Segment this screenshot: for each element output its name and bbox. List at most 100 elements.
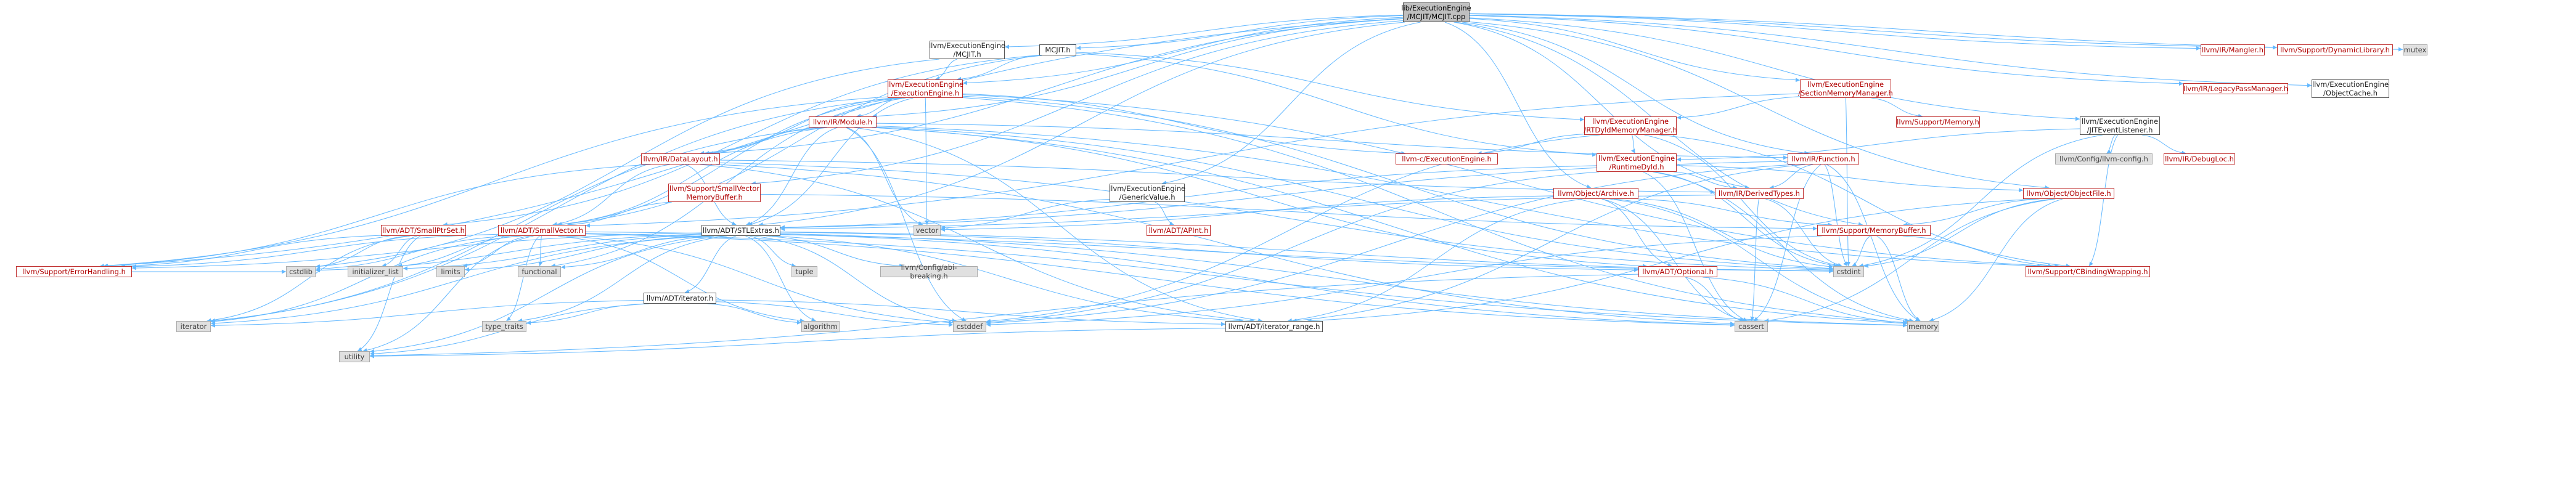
node-debugloc-h[interactable]: llvm/IR/DebugLoc.h bbox=[2164, 153, 2235, 164]
edge-smallvector_h-to-functional bbox=[538, 235, 543, 267]
edge-archive_h-to-cstdint bbox=[1614, 198, 1834, 269]
node-root[interactable]: lib/ExecutionEngine /MCJIT/MCJIT.cpp bbox=[1401, 2, 1471, 22]
edge-genericvalue_h-to-apint_h bbox=[1155, 201, 1174, 225]
edge-smallvector_h-to-errorhandling_h bbox=[131, 233, 499, 269]
edge-ee_h-to-cbinding_h bbox=[962, 94, 2053, 269]
node-rtdyld-h[interactable]: llvm/ExecutionEngine /RuntimeDyld.h bbox=[1597, 153, 1677, 172]
node-jitevl-h[interactable]: llvm/ExecutionEngine /JITEventListener.h bbox=[2080, 116, 2160, 135]
node-secmm-h[interactable]: llvm/ExecutionEngine /SectionMemoryManag… bbox=[1798, 79, 1893, 98]
node-c-ee-h[interactable]: llvm-c/ExecutionEngine.h bbox=[1396, 153, 1498, 164]
node-utility: utility bbox=[339, 351, 370, 362]
edge-rtdyld_h-to-cstdint bbox=[1654, 171, 1838, 268]
edge-smallptrset_h-to-initializer_list bbox=[382, 235, 417, 267]
node-apint-h[interactable]: llvm/ADT/APInt.h bbox=[1147, 225, 1211, 236]
node-archive-h[interactable]: llvm/Object/Archive.h bbox=[1553, 188, 1638, 199]
node-rtdyldmm-h[interactable]: llvm/ExecutionEngine /RTDyldMemoryManage… bbox=[1584, 116, 1677, 135]
node-mcjit-h[interactable]: MCJIT.h bbox=[1039, 44, 1076, 55]
edge-jitevl_h-to-cbinding_h bbox=[2088, 134, 2119, 267]
edge-ee_h-to-module_h bbox=[856, 97, 902, 118]
edge-stlextras_h-to-abibreaking_h bbox=[766, 235, 904, 269]
edge-iterator_h-to-algorithm bbox=[707, 303, 802, 325]
edge-memorybuffer_h-to-cbinding_h bbox=[1902, 235, 2059, 269]
node-dynlib-h[interactable]: llvm/Support/DynamicLibrary.h bbox=[2277, 44, 2393, 55]
edge-module_h-to-cstdint bbox=[876, 126, 1834, 272]
edge-module_h-to-iterator_range_h bbox=[854, 127, 1263, 323]
edge-derivedtypes_h-to-stlextras_h bbox=[780, 195, 1715, 232]
node-smallvector-h[interactable]: llvm/ADT/SmallVector.h bbox=[498, 225, 586, 236]
edge-jitevl_h-to-rtdyld_h bbox=[1676, 128, 2080, 162]
node-mutex: mutex bbox=[2403, 44, 2427, 55]
edge-function_h-to-derivedtypes_h bbox=[1769, 164, 1813, 190]
edge-module_h-to-datalayout_h bbox=[705, 127, 819, 156]
node-iterator-h[interactable]: llvm/ADT/iterator.h bbox=[644, 293, 716, 304]
edge-root-to-secmm_h bbox=[1469, 18, 1801, 83]
edge-root-to-ee_h bbox=[962, 17, 1404, 86]
edge-jitevl_h-to-cstdint bbox=[1858, 134, 2103, 268]
edge-smallptrset_h-to-iterator bbox=[206, 235, 411, 323]
edge-stlextras_h-to-limits bbox=[464, 235, 702, 272]
edge-iterator_h-to-iterator_range_h bbox=[716, 299, 1226, 327]
edge-stlextras_h-to-algorithm bbox=[745, 235, 816, 322]
edge-stlextras_h-to-iterator_h bbox=[684, 235, 737, 294]
edge-stlextras_h-to-functional bbox=[560, 235, 714, 269]
edge-iterator_range_h-to-utility bbox=[369, 328, 1226, 359]
node-objcache-h[interactable]: llvm/ExecutionEngine /ObjectCache.h bbox=[2312, 79, 2389, 98]
node-cstdint: cstdint bbox=[1833, 266, 1864, 277]
edge-mcjit_h-to-rtdyld_h bbox=[1076, 53, 1597, 157]
node-function-h[interactable]: llvm/IR/Function.h bbox=[1788, 153, 1859, 164]
edge-ee_h-to-iterator bbox=[210, 97, 897, 323]
edge-root-to-objcache_h bbox=[1469, 15, 2312, 88]
node-limits: limits bbox=[436, 266, 465, 277]
edge-stlextras_h-to-utility bbox=[369, 235, 724, 354]
edge-ee_h-to-functional bbox=[550, 97, 906, 268]
node-mangler-h[interactable]: llvm/IR/Mangler.h bbox=[2201, 44, 2265, 55]
edge-rtdyldmm_h-to-cstddef bbox=[986, 134, 1600, 323]
edge-root-to-objectfile_h bbox=[1469, 21, 2050, 190]
edge-datalayout_h-to-cstdint bbox=[719, 162, 1834, 272]
edge-root-to-errorhandling_h bbox=[103, 18, 1404, 269]
edge-jitevl_h-to-debugloc_h bbox=[2141, 134, 2186, 155]
edge-memorybuffer_h-to-memory bbox=[1876, 235, 1921, 322]
edge-derivedtypes_h-to-cassert bbox=[1750, 198, 1759, 322]
edge-archive_h-to-cassert bbox=[1602, 198, 1745, 322]
node-cstdlib: cstdlib bbox=[286, 266, 316, 277]
node-ee-h[interactable]: llvm/ExecutionEngine /ExecutionEngine.h bbox=[886, 79, 964, 98]
node-memorybuffer-h[interactable]: llvm/Support/MemoryBuffer.h bbox=[1817, 225, 1931, 236]
edge-stlextras_h-to-errorhandling_h bbox=[131, 232, 702, 270]
node-datalayout-h[interactable]: llvm/IR/DataLayout.h bbox=[641, 153, 720, 164]
node-derivedtypes-h[interactable]: llvm/IR/DerivedTypes.h bbox=[1715, 188, 1804, 199]
edge-archive_h-to-memory bbox=[1609, 198, 1910, 323]
edge-module_h-to-stlextras_h bbox=[746, 127, 838, 226]
node-errorhandling-h[interactable]: llvm/Support/ErrorHandling.h bbox=[16, 266, 132, 277]
node-legacypm-h[interactable]: llvm/IR/LegacyPassManager.h bbox=[2183, 83, 2289, 94]
node-cbinding-h[interactable]: llvm/Support/CBindingWrapping.h bbox=[2026, 266, 2150, 277]
edge-secmm_h-to-supmem_h bbox=[1871, 97, 1923, 118]
edge-rtdyldmm_h-to-rtdyld_h bbox=[1631, 134, 1635, 154]
edge-smallvector_h-to-iterator bbox=[210, 235, 522, 324]
node-optional-h[interactable]: llvm/ADT/Optional.h bbox=[1638, 266, 1717, 277]
edge-rtdyld_h-to-objectfile_h bbox=[1676, 165, 2024, 193]
node-module-h[interactable]: llvm/IR/Module.h bbox=[809, 116, 877, 128]
edge-root-to-derivedtypes_h bbox=[1454, 22, 1750, 190]
node-stlextras-h[interactable]: llvm/ADT/STLExtras.h bbox=[701, 225, 780, 236]
edge-smallvecmb_h-to-smallvector_h bbox=[567, 201, 673, 227]
edge-stlextras_h-to-memory bbox=[780, 233, 1908, 328]
edge-function_h-to-iterator_range_h bbox=[1292, 164, 1805, 323]
node-objectfile-h[interactable]: llvm/Object/ObjectFile.h bbox=[2023, 188, 2114, 199]
node-supmem-h[interactable]: llvm/Support/Memory.h bbox=[1896, 116, 1980, 128]
node-smallvecmb-h[interactable]: llvm/Support/SmallVector MemoryBuffer.h bbox=[668, 184, 761, 202]
edge-objectfile_h-to-iterator_range_h bbox=[1307, 198, 2036, 323]
node-genericvalue-h[interactable]: llvm/ExecutionEngine /GenericValue.h bbox=[1108, 184, 1186, 202]
edge-archive_h-to-iterator_range_h bbox=[1287, 198, 1583, 323]
edge-ee_mcjit_h-to-ee_h bbox=[935, 59, 957, 81]
node-iterator-range-h[interactable]: llvm/ADT/iterator_range.h bbox=[1225, 321, 1323, 332]
edge-smallvector_h-to-memory bbox=[585, 233, 1908, 328]
edge-smallvector_h-to-utility bbox=[362, 235, 534, 353]
edge-stlextras_h-to-cassert bbox=[780, 233, 1735, 327]
edge-objectfile_h-to-cstdint bbox=[1863, 198, 2053, 268]
node-ee-mcjit-h[interactable]: llvm/ExecutionEngine /MCJIT.h bbox=[928, 41, 1006, 59]
node-initializer-list: initializer_list bbox=[348, 266, 403, 277]
node-smallptrset-h[interactable]: llvm/ADT/SmallPtrSet.h bbox=[381, 225, 466, 236]
edge-memorybuffer_h-to-cstdint bbox=[1852, 235, 1871, 267]
